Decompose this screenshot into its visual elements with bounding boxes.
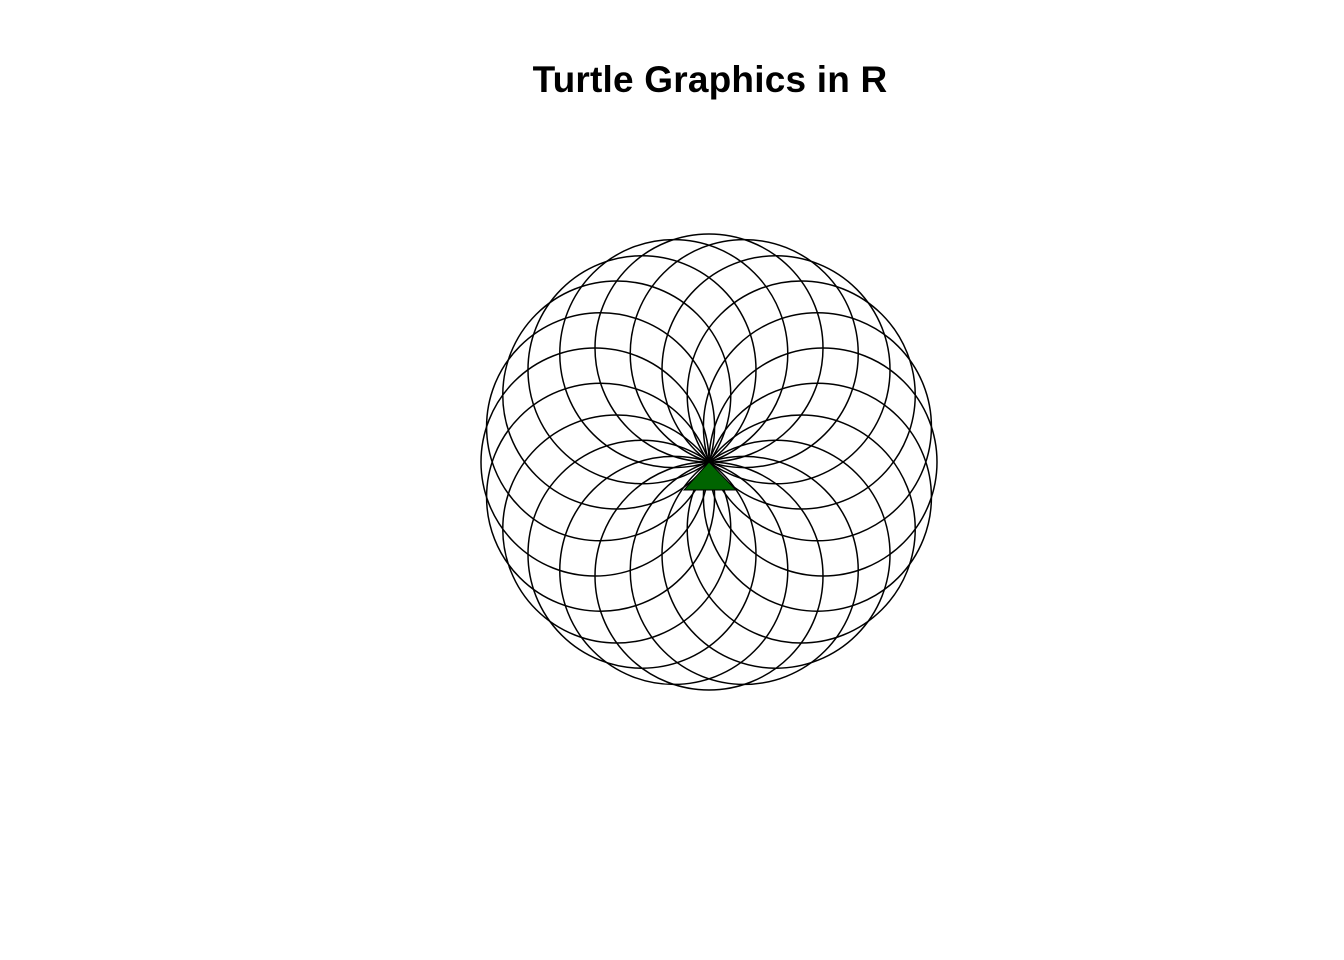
turtle-triangle-icon [682,461,738,491]
rosette-circle [629,455,859,686]
rosette-circle [594,461,824,691]
rosette-circle [686,280,916,510]
rosette-circle [702,312,933,542]
rosette-circle [527,439,757,669]
rosette-circle [594,233,824,463]
rosette-circle [502,280,732,510]
rosette-circle [502,414,732,644]
rosette-circle [527,255,757,485]
circle-rosette [480,233,938,691]
rosette-circle [629,238,859,469]
rosette-circle [708,347,938,577]
rosette-circle [480,347,710,577]
rosette-circle [485,382,716,612]
rosette-circle [661,255,891,485]
rosette-circle [661,439,891,669]
rosette-circle [559,455,789,686]
rosette-circle [702,382,933,612]
rosette-circle [559,238,789,469]
plot-title: Turtle Graphics in R [532,59,888,100]
rosette-circle [485,312,716,542]
rosette-circle [686,414,916,644]
